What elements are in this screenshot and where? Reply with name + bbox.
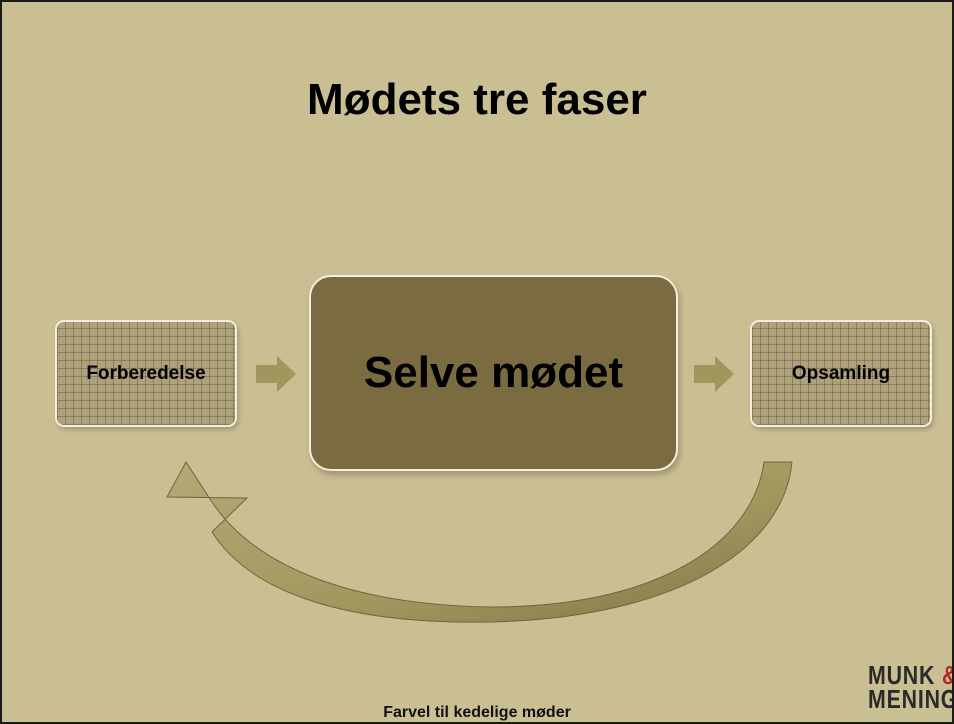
logo-line-1: MUNK &	[868, 660, 952, 690]
slide-title: Mødets tre faser	[307, 75, 647, 124]
phase-box-forberedelse: Forberedelse	[55, 320, 237, 427]
phase-box-selve-modet: Selve mødet	[309, 275, 678, 471]
phase-label-selve-modet: Selve mødet	[363, 348, 624, 397]
phase-label-opsamling: Opsamling	[791, 362, 891, 384]
logo-ampersand: &	[942, 660, 952, 690]
curved-return-arrow-icon	[166, 461, 793, 623]
brand-logo: MUNK & MENING	[868, 660, 954, 714]
arrow-right-icon	[256, 356, 296, 392]
phase-box-opsamling: Opsamling	[750, 320, 932, 427]
arrow-right-icon	[694, 356, 734, 392]
logo-line-2: MENING	[868, 684, 954, 714]
slide-footer: Farvel til kedelige møder	[383, 704, 571, 721]
phase-label-forberedelse: Forberedelse	[86, 362, 206, 384]
